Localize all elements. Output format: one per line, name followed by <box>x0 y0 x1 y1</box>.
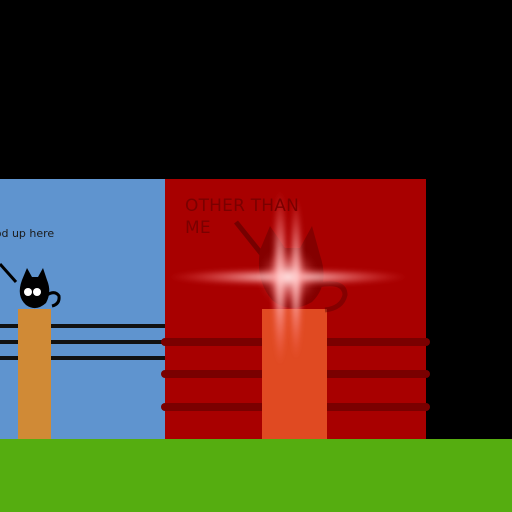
night-sky <box>0 0 512 180</box>
cat-silhouette-icon <box>19 268 50 309</box>
flash-sparkle <box>168 190 408 366</box>
left-dialogue-text: ood up here <box>0 227 55 240</box>
cat-eye-right <box>33 288 41 296</box>
grass-ground <box>0 439 512 512</box>
right-fence-wires <box>161 338 430 411</box>
pointer-stick <box>0 263 18 283</box>
right-panel <box>161 179 430 440</box>
cat-character[interactable] <box>19 268 61 309</box>
cat-tail <box>46 291 61 308</box>
wooden-post <box>18 309 51 440</box>
left-panel <box>0 179 165 440</box>
post-wire-gaps <box>20 323 48 361</box>
cat-eye-left <box>24 288 32 296</box>
right-dialogue-text: OTHER THAN ME <box>185 196 300 238</box>
